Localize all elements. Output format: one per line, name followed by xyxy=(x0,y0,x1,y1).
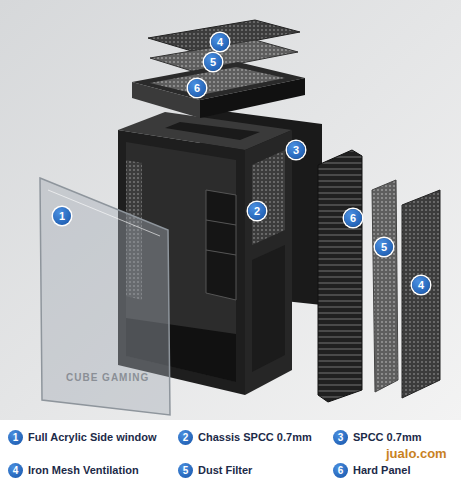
legend-entry: 1 Full Acrylic Side window xyxy=(8,428,157,444)
acrylic-highlight xyxy=(48,190,160,236)
chassis-top-opening xyxy=(165,122,260,140)
legend-entry: 3 SPCC 0.7mm xyxy=(333,428,421,444)
legend-number: 1 xyxy=(8,430,23,445)
drive-cage xyxy=(206,190,236,300)
drive-rail xyxy=(206,220,236,225)
callout-number: 2 xyxy=(248,202,266,220)
brand-print: CUBE GAMING xyxy=(66,372,149,383)
front-bays xyxy=(252,150,285,245)
drive-rail xyxy=(206,250,236,255)
front-hard-panel xyxy=(318,150,362,402)
front-frame xyxy=(252,245,285,372)
acrylic-window xyxy=(40,178,170,415)
legend-number: 2 xyxy=(178,430,193,445)
top-panel-edge xyxy=(200,78,305,118)
watermark: jualo.com xyxy=(386,446,447,461)
legend-text: Hard Panel xyxy=(353,463,410,478)
legend-entry: 6 Hard Panel xyxy=(333,461,410,477)
top-hard-panel xyxy=(132,62,305,118)
legend-entry: 2 Chassis SPCC 0.7mm xyxy=(178,428,312,444)
callout-number: 4 xyxy=(211,33,229,51)
legend-entry: 5 Dust Filter xyxy=(178,461,252,477)
legend-text: Full Acrylic Side window xyxy=(28,430,157,445)
legend-number: 4 xyxy=(8,463,23,478)
chassis-front xyxy=(245,130,292,395)
callout-number: 4 xyxy=(412,276,430,294)
callout-number: 3 xyxy=(287,141,305,159)
legend-number: 6 xyxy=(333,463,348,478)
legend-text: Iron Mesh Ventilation xyxy=(28,463,139,478)
legend-text: Chassis SPCC 0.7mm xyxy=(198,430,312,445)
legend-ground xyxy=(0,420,461,500)
legend-text: SPCC 0.7mm xyxy=(353,430,421,445)
legend-text: Dust Filter xyxy=(198,463,252,478)
callout-number: 6 xyxy=(188,79,206,97)
background xyxy=(0,0,461,420)
legend-number: 3 xyxy=(333,430,348,445)
callout-number: 5 xyxy=(375,238,393,256)
front-dust-filter xyxy=(372,180,398,392)
front-mesh xyxy=(402,190,440,398)
callout-number: 5 xyxy=(204,53,222,71)
callout-number: 1 xyxy=(53,207,71,225)
legend-entry: 4 Iron Mesh Ventilation xyxy=(8,461,139,477)
callout-number: 6 xyxy=(344,209,362,227)
legend-number: 5 xyxy=(178,463,193,478)
